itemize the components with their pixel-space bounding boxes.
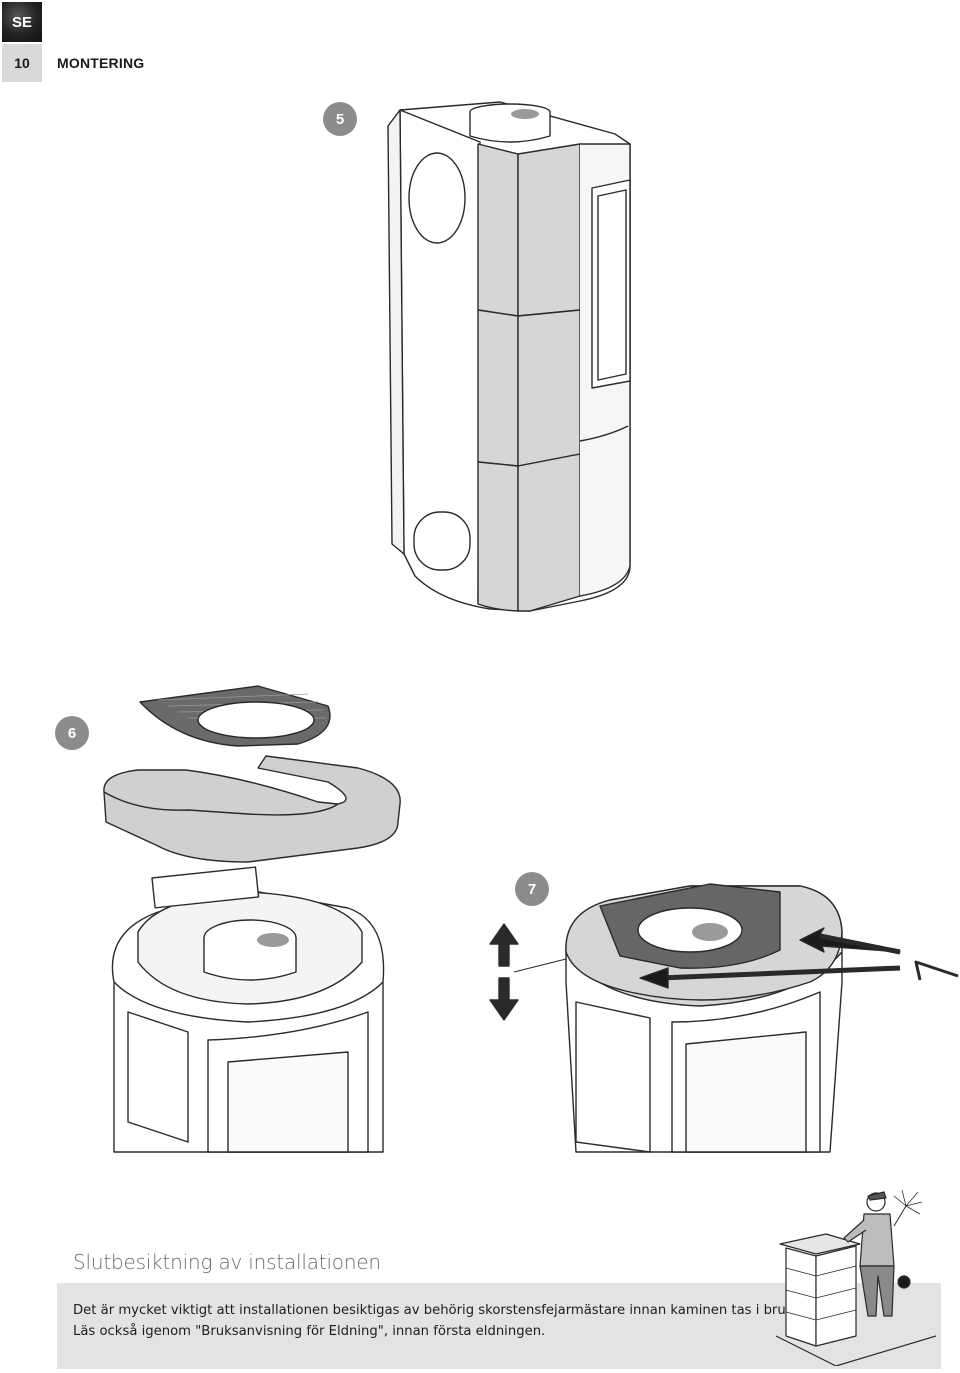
info-line-2: Läs också igenom "Bruksanvisning för Eld… <box>73 1324 546 1339</box>
top-plate-mounted-with-hex-key-illustration <box>489 883 959 1153</box>
chimney-sweep-illustration <box>776 1189 936 1366</box>
info-text: Det är mycket viktigt att installationen… <box>73 1300 798 1342</box>
language-tab: SE <box>2 2 42 42</box>
final-inspection-title: Slutbesiktning av installationen <box>73 1250 381 1274</box>
info-line-1: Det är mycket viktigt att installationen… <box>73 1303 798 1318</box>
step-5-badge: 5 <box>323 102 357 136</box>
stove-with-side-panels-illustration <box>387 101 631 612</box>
step-7-badge: 7 <box>515 872 549 906</box>
top-plate-and-stone-ring-exploded-illustration <box>103 685 401 1153</box>
section-title: MONTERING <box>57 55 145 71</box>
step-6-badge: 6 <box>55 716 89 750</box>
page-number: 10 <box>2 44 42 82</box>
